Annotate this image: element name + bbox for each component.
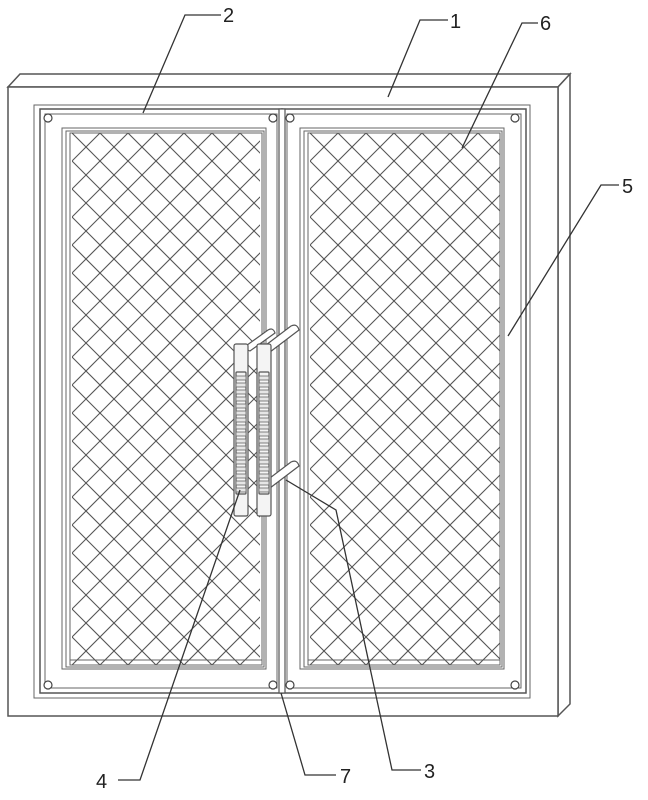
hinge-ridge — [236, 488, 246, 492]
mesh-wire — [604, 133, 648, 665]
hinge-ridge — [259, 376, 269, 380]
hinge-ridge — [236, 425, 246, 429]
center-mullion — [279, 109, 285, 693]
hinge-ridge — [236, 390, 246, 394]
hinge-ridge — [259, 397, 269, 401]
screw-icon — [44, 681, 52, 689]
mesh-wire — [590, 133, 648, 665]
screw-icon — [269, 681, 277, 689]
hinge-ridge — [236, 411, 246, 415]
hinge-ridge — [259, 474, 269, 478]
hinge-ridge — [259, 446, 269, 450]
screw-icon — [286, 681, 294, 689]
hinge-ridge — [259, 418, 269, 422]
hinge-ridge — [259, 488, 269, 492]
label-3: 3 — [424, 761, 435, 783]
hinge-ridge — [259, 390, 269, 394]
hinge-ridge — [259, 481, 269, 485]
hinge-ridge — [259, 411, 269, 415]
hinge-ridge — [236, 460, 246, 464]
hinge-ridge — [236, 439, 246, 443]
hinge-ridge — [236, 474, 246, 478]
hinge-ridge — [236, 397, 246, 401]
screw-icon — [511, 114, 519, 122]
hinge-ridge — [259, 404, 269, 408]
hinge-ridge — [236, 418, 246, 422]
mesh-wire — [576, 133, 648, 665]
mesh-wire — [618, 133, 648, 665]
hinge-ridge — [236, 404, 246, 408]
hinge-ridge — [236, 481, 246, 485]
label-5: 5 — [622, 176, 633, 198]
label-2: 2 — [223, 5, 234, 27]
label-6: 6 — [540, 13, 551, 35]
screw-icon — [44, 114, 52, 122]
hinge-ridge — [259, 432, 269, 436]
hinge-ridge — [236, 467, 246, 471]
hinge-ridge — [236, 446, 246, 450]
mesh-wire — [562, 133, 648, 665]
hinge-ridge — [236, 453, 246, 457]
hinge-ridge — [236, 376, 246, 380]
label-1: 1 — [450, 11, 461, 33]
hinge-ridge — [259, 460, 269, 464]
hinge-ridge — [236, 432, 246, 436]
hinge-ridge — [259, 383, 269, 387]
mesh-wire — [0, 133, 2, 665]
hinge-ridge — [259, 439, 269, 443]
label-4: 4 — [96, 771, 107, 793]
screw-icon — [511, 681, 519, 689]
hinge-ridge — [259, 453, 269, 457]
hinge-ridge — [259, 425, 269, 429]
hinge-ridge — [236, 383, 246, 387]
mesh-wire — [632, 133, 648, 665]
screw-icon — [269, 114, 277, 122]
label-7: 7 — [340, 766, 351, 788]
hinge-ridge — [259, 467, 269, 471]
screw-icon — [286, 114, 294, 122]
